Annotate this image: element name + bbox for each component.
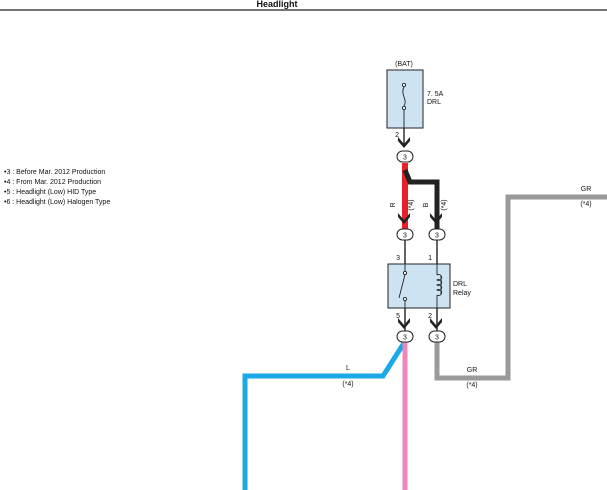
chevrons	[398, 137, 442, 329]
wire-red-note: (*4)	[408, 199, 415, 210]
note-item: 5 : Headlight (Low) HID Type	[4, 188, 110, 198]
note-item: 4 : From Mar. 2012 Production	[4, 178, 110, 188]
wire-blue-color-code: L	[346, 365, 350, 372]
connector-label: 3	[435, 233, 439, 240]
wire-gray-top-note: (*4)	[580, 201, 591, 208]
note-item: 3 : Before Mar. 2012 Production	[4, 168, 110, 178]
wire-blue-note: (*4)	[342, 381, 353, 388]
fuse-rating: 7. 5A	[427, 91, 444, 98]
connector-label: 3	[435, 335, 439, 342]
chevron-down-icon	[430, 318, 442, 329]
relay-pin: 3	[396, 255, 400, 262]
wire-gray-bottom-note: (*4)	[466, 382, 477, 389]
wire-red-color-code: R	[390, 202, 397, 207]
fuse-name: DRL	[427, 99, 441, 106]
relay-pin: 5	[396, 313, 400, 320]
note-item: 6 : Headlight (Low) Halogen Type	[4, 198, 110, 208]
chevron-down-icon	[430, 213, 442, 224]
fuse-pin: 2	[395, 132, 399, 139]
relay-pin: 1	[428, 255, 432, 262]
production-notes: 3 : Before Mar. 2012 Production 4 : From…	[4, 168, 110, 208]
wire-gray-top-color-code: GR	[581, 186, 592, 193]
chevron-down-icon	[398, 213, 410, 224]
connector-label: 3	[403, 155, 407, 162]
wire-black	[402, 169, 440, 230]
chevron-down-icon	[398, 137, 410, 148]
relay-pin: 2	[428, 313, 432, 320]
fuse-source-label: (BAT)	[395, 61, 413, 68]
wire-black-color-code: B	[423, 202, 430, 207]
connector-label: 3	[403, 233, 407, 240]
wire-black-note: (*4)	[441, 199, 448, 210]
wire-gray-bottom-color-code: GR	[467, 367, 478, 374]
page-title: Headlight	[256, 0, 297, 9]
connector-ovals: 3 3 3 3 3	[396, 150, 446, 343]
leads	[404, 240, 438, 331]
wire-gray	[434, 194, 607, 381]
connector-oval	[396, 150, 414, 163]
chevron-down-icon	[398, 318, 410, 329]
connector-label: 3	[403, 335, 407, 342]
fuse-icon	[401, 82, 407, 128]
relay-box	[387, 263, 451, 309]
relay-name2: Relay	[453, 290, 471, 297]
relay-coil-icon	[436, 264, 443, 308]
relay-switch-icon	[398, 264, 408, 308]
wire-blue	[242, 341, 407, 490]
relay-name: DRL	[453, 281, 467, 288]
